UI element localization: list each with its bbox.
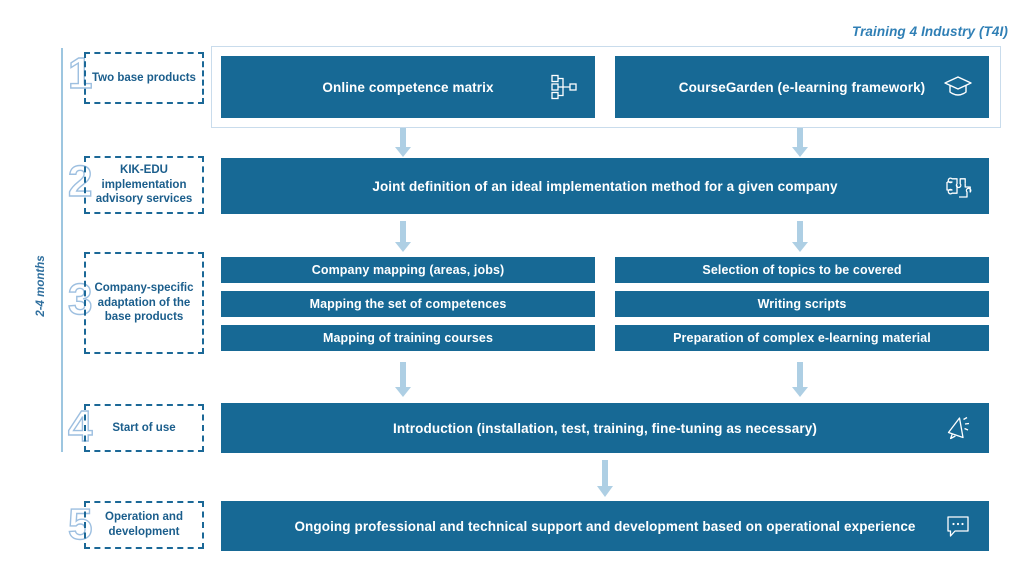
graduation-cap-icon <box>941 70 975 104</box>
product-box-coursegarden[interactable]: CourseGarden (e-learning framework) <box>615 56 989 118</box>
step-label-box-2: KIK-EDU implementation advisory services <box>84 156 204 214</box>
puzzle-piece-icon <box>941 169 975 203</box>
step-number-2: 2 <box>67 157 93 206</box>
arrow-row3-right-to-row4 <box>791 362 809 398</box>
task-box-writing-scripts[interactable]: Writing scripts <box>615 291 989 317</box>
arrow-row4-to-row5 <box>596 460 614 498</box>
activity-box-joint-definition[interactable]: Joint definition of an ideal implementat… <box>221 158 989 214</box>
duration-bracket-line <box>61 48 63 452</box>
step-number-1: 1 <box>67 49 93 98</box>
arrow-row1-left-to-row2 <box>394 128 412 158</box>
task-box-mapping-training-courses[interactable]: Mapping of training courses <box>221 325 595 351</box>
activity-label-joint-definition: Joint definition of an ideal implementat… <box>372 178 838 194</box>
step-label-text-5: Operation and development <box>105 511 183 538</box>
task-label-mapping-training-courses: Mapping of training courses <box>322 331 494 345</box>
task-label-preparation-elearning-material: Preparation of complex e-learning materi… <box>673 331 931 345</box>
arrow-row2-to-row3-left <box>394 221 412 253</box>
step-number-3: 3 <box>67 275 93 324</box>
speech-bubble-icon <box>941 509 975 543</box>
org-chart-icon <box>547 70 581 104</box>
product-label-1: Online competence matrix <box>322 79 494 95</box>
activity-box-introduction[interactable]: Introduction (installation, test, traini… <box>221 403 989 453</box>
arrow-row2-to-row3-right <box>791 221 809 253</box>
activity-label-introduction: Introduction (installation, test, traini… <box>393 420 817 436</box>
step-label-text-1: Two base products <box>92 71 196 84</box>
task-label-selection-of-topics: Selection of topics to be covered <box>702 263 902 277</box>
task-box-mapping-competences[interactable]: Mapping the set of competences <box>221 291 595 317</box>
step-label-text-4: Start of use <box>112 421 176 434</box>
step-label-text-3: Company-specific adaptation of the base … <box>94 281 194 324</box>
task-label-company-mapping: Company mapping (areas, jobs) <box>311 263 505 277</box>
product-box-online-competence-matrix[interactable]: Online competence matrix <box>221 56 595 118</box>
activity-box-ongoing-support[interactable]: Ongoing professional and technical suppo… <box>221 501 989 551</box>
arrow-row1-right-to-row2 <box>791 128 809 158</box>
task-box-selection-of-topics[interactable]: Selection of topics to be covered <box>615 257 989 283</box>
duration-label: 2-4 months <box>35 255 47 317</box>
step-label-box-5: Operation and development <box>84 501 204 549</box>
task-box-company-mapping[interactable]: Company mapping (areas, jobs) <box>221 257 595 283</box>
task-label-writing-scripts: Writing scripts <box>757 297 847 311</box>
activity-label-ongoing-support: Ongoing professional and technical suppo… <box>294 518 916 534</box>
megaphone-icon <box>941 411 975 445</box>
task-label-mapping-competences: Mapping the set of competences <box>309 297 507 311</box>
step-label-box-3: Company-specific adaptation of the base … <box>84 252 204 354</box>
step-label-box-1: Two base products <box>84 52 204 104</box>
step-number-4: 4 <box>67 402 93 451</box>
step-label-text-2: KIK-EDU implementation advisory services <box>95 163 193 206</box>
step-label-box-4: Start of use <box>84 404 204 452</box>
arrow-row3-left-to-row4 <box>394 362 412 398</box>
diagram-caption: Training 4 Industry (T4I) <box>851 24 1008 39</box>
task-box-preparation-elearning-material[interactable]: Preparation of complex e-learning materi… <box>615 325 989 351</box>
product-label-2: CourseGarden (e-learning framework) <box>678 79 926 95</box>
step-number-5: 5 <box>67 500 93 549</box>
